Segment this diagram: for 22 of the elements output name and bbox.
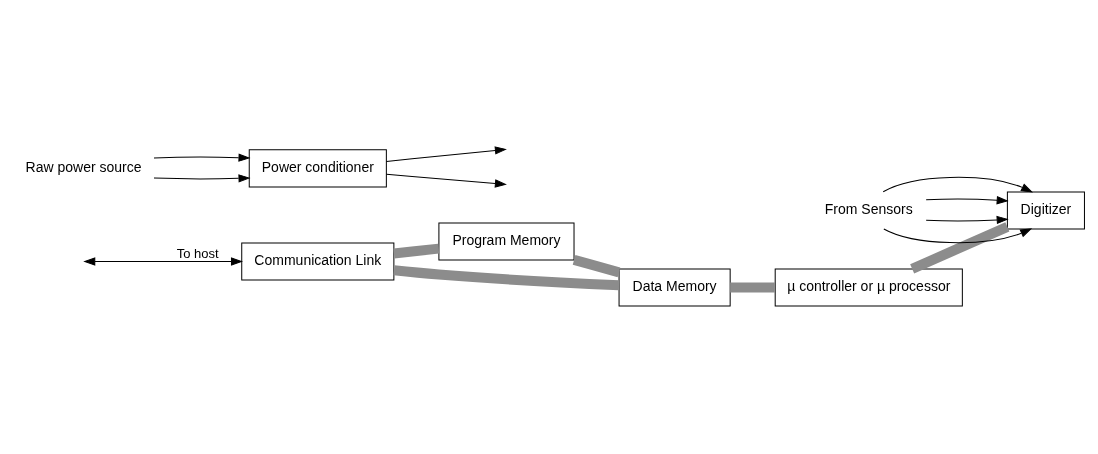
arrow	[883, 227, 1032, 243]
node-box: µ controller or µ processor	[774, 267, 963, 306]
connector	[393, 264, 620, 290]
node-box: Program Memory	[438, 221, 575, 260]
connector	[730, 281, 775, 292]
node-text: From Sensors	[824, 200, 913, 217]
node-text: Raw power source	[25, 158, 142, 175]
arrow	[153, 153, 250, 162]
edge-label: To host	[176, 245, 219, 261]
node-box: Data Memory	[618, 267, 731, 306]
arrow	[385, 173, 506, 188]
node-box: Digitizer	[1006, 190, 1085, 229]
connector	[572, 254, 621, 277]
arrow	[153, 173, 250, 182]
node-box: Power conditioner	[248, 148, 387, 187]
arrow	[925, 195, 1008, 204]
arrow	[385, 145, 506, 162]
arrow	[925, 215, 1008, 224]
arrow	[84, 256, 242, 265]
connector	[393, 243, 440, 258]
arrow	[882, 176, 1033, 192]
node-box: Communication Link	[241, 241, 395, 280]
